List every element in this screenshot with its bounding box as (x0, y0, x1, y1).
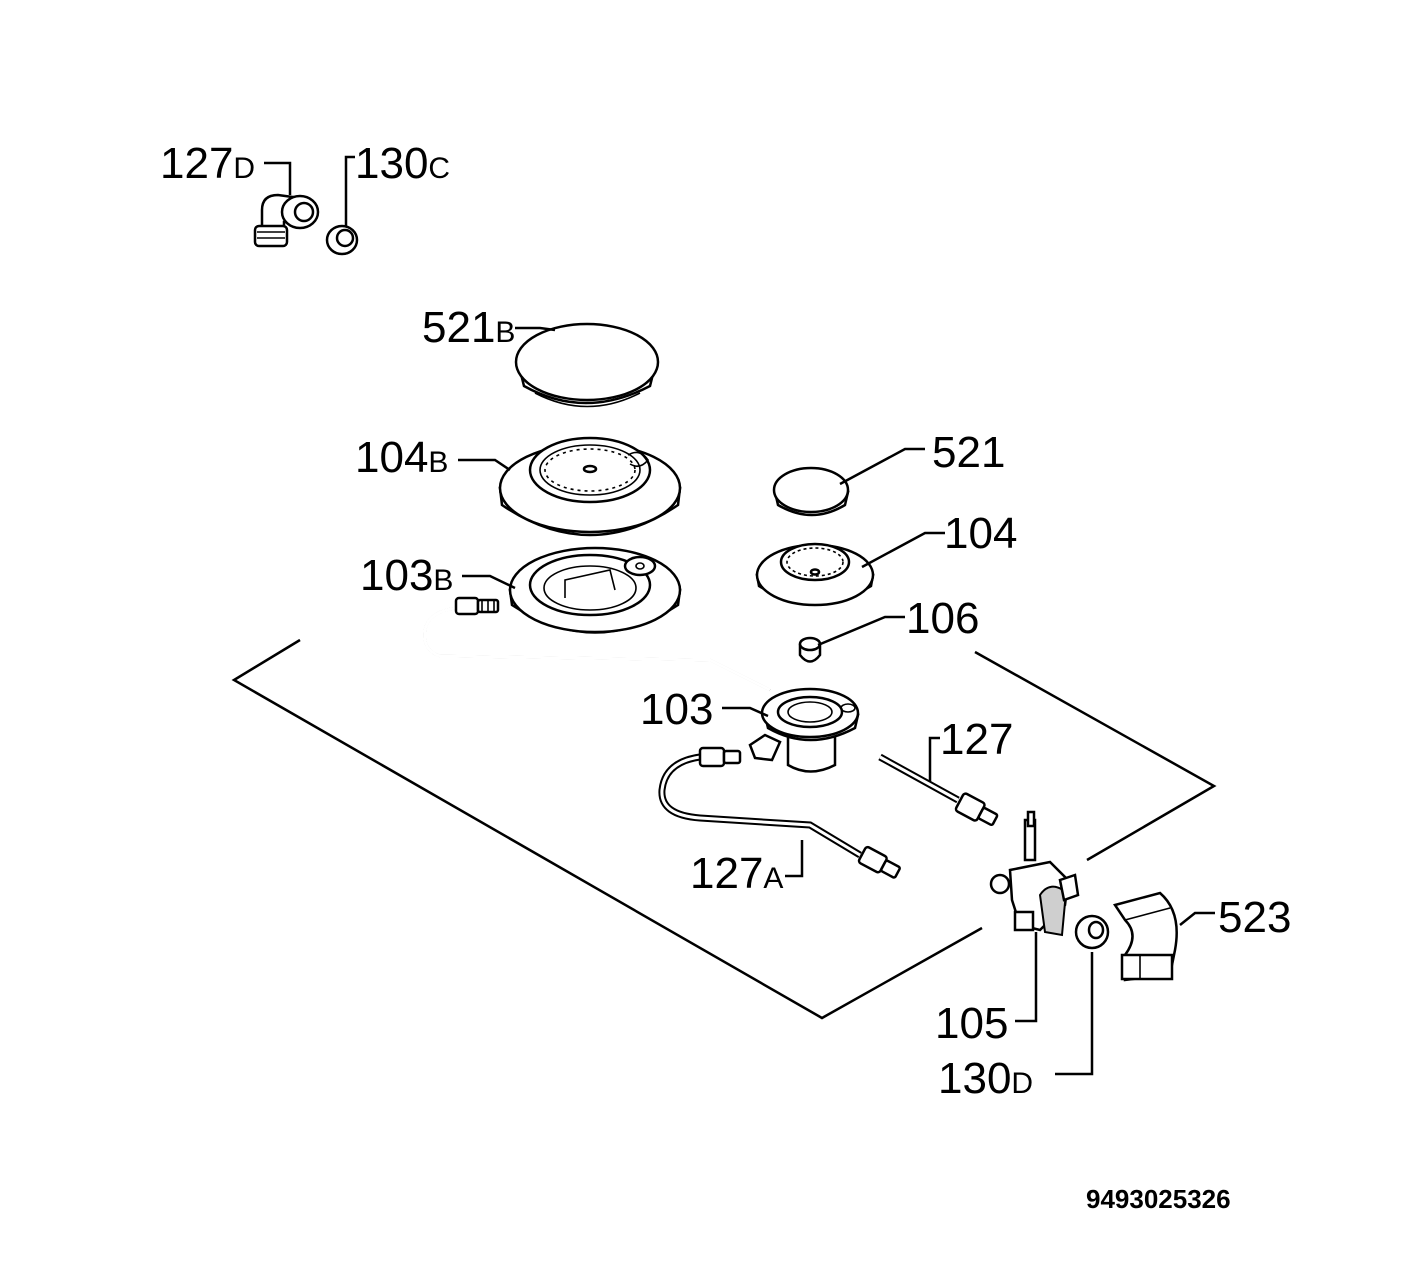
large-burner-base-part (508, 546, 682, 634)
label-105: 105 (935, 999, 1008, 1048)
washer-130d-part (1074, 914, 1110, 950)
label-127: 127 (940, 715, 1013, 764)
small-burner-cap-part (772, 466, 850, 517)
label-103b: 103B (360, 551, 453, 600)
label-103: 103 (640, 685, 713, 734)
pipe-127-part (878, 753, 999, 827)
leader-lines (264, 155, 1215, 1076)
part-labels: 127D 130C 521B 104B 521 104 103B 106 103… (160, 139, 1291, 1103)
washer-130c-part (325, 224, 359, 256)
hob-plate-outline (231, 638, 1217, 1020)
clip-part (1112, 891, 1178, 982)
large-burner-crown-part (498, 436, 682, 537)
pipe-127a-part (658, 746, 901, 879)
label-523: 523 (1218, 893, 1291, 942)
small-burner-base-part (748, 687, 860, 773)
large-burner-cap-part (514, 322, 660, 408)
label-521b: 521B (422, 303, 515, 352)
small-burner-crown-part (755, 542, 875, 607)
pipe-103b-part (423, 596, 771, 692)
gas-tap-part (989, 810, 1080, 937)
label-130d: 130D (938, 1054, 1033, 1103)
label-106: 106 (906, 594, 979, 643)
label-104: 104 (944, 509, 1017, 558)
label-127d: 127D (160, 139, 255, 188)
elbow-connector-part (253, 193, 320, 248)
label-130c: 130C (355, 139, 450, 188)
injector-part (798, 636, 822, 663)
label-127a: 127A (690, 849, 783, 898)
label-104b: 104B (355, 433, 448, 482)
document-code: 9493025326 (1086, 1184, 1231, 1214)
label-521: 521 (932, 428, 1005, 477)
